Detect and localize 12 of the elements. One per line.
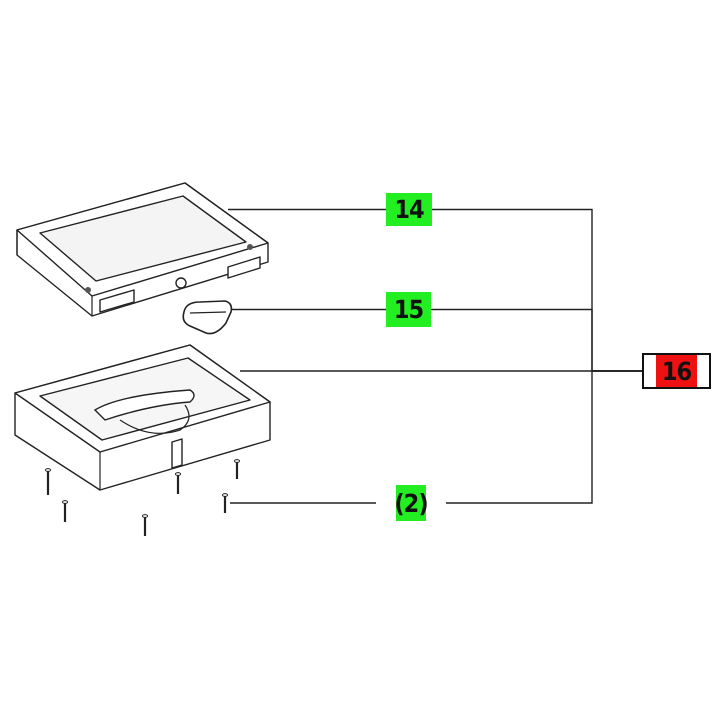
case-drawing: [14, 344, 271, 491]
frame-drawing: [16, 182, 269, 317]
callout-frame: [642, 353, 711, 389]
leader-line: [230, 502, 376, 504]
leader-line: [232, 308, 386, 310]
leader-line: [446, 370, 642, 504]
leader-line: [228, 208, 386, 210]
cap-drawing: [182, 300, 232, 334]
screw-drawing: [44, 459, 240, 536]
callout-number: 15: [386, 292, 431, 327]
callout-number: 14: [386, 193, 432, 226]
callout-number: 16: [656, 355, 698, 387]
